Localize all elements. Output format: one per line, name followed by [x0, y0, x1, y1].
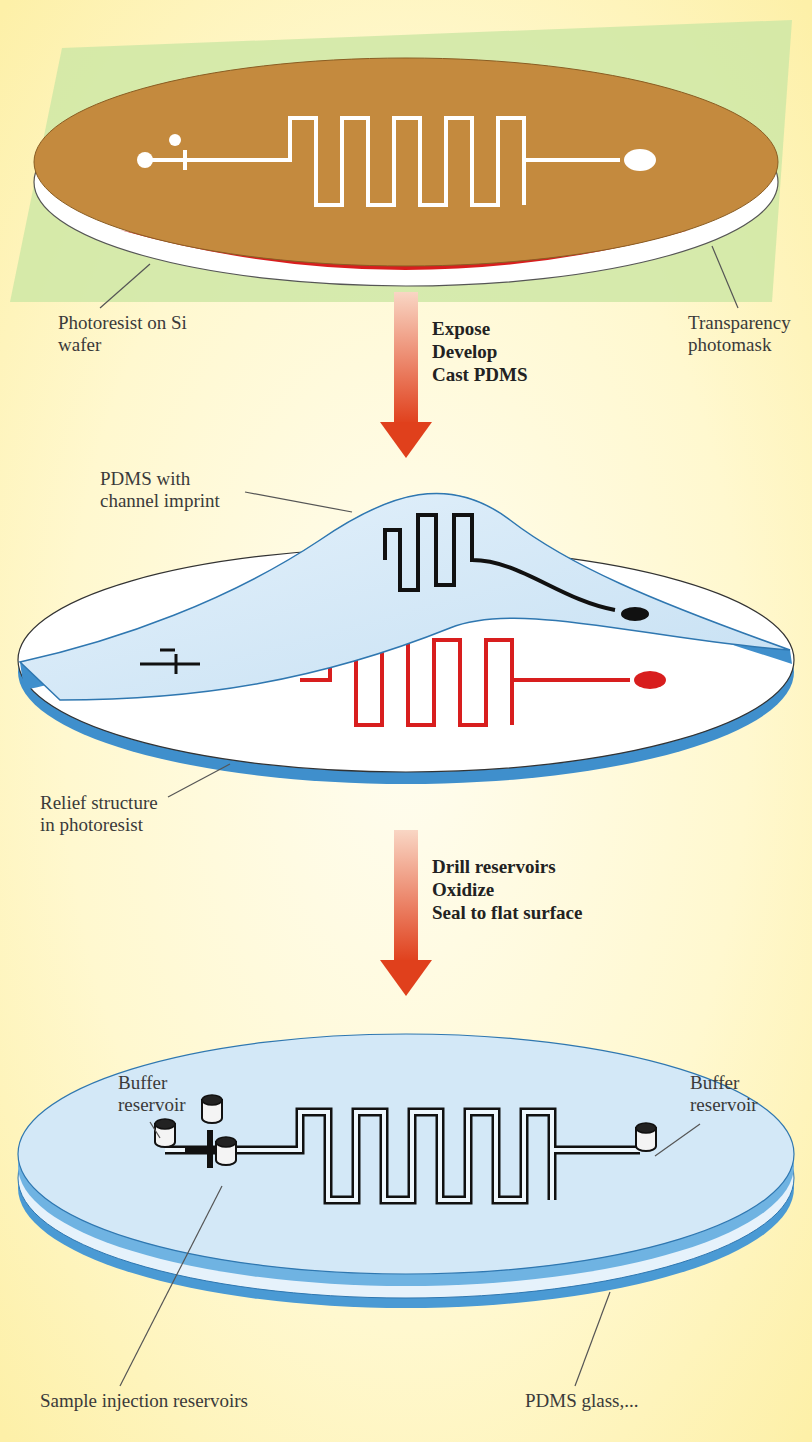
part-label: Transparency photomask [688, 312, 803, 356]
channel-bore [165, 1112, 640, 1200]
process-step: Drill reservoirs [432, 856, 682, 878]
pdms-slab [18, 1034, 794, 1274]
imprint-line [385, 515, 615, 610]
channel-imprint [140, 515, 649, 674]
process-arrow [394, 830, 418, 962]
reservoir-mark [169, 134, 181, 146]
imprint-mark [621, 607, 649, 621]
part-label: Relief structure in photoresist [40, 792, 175, 836]
process-step: Seal to flat surface [432, 902, 682, 924]
channel-line [150, 118, 620, 205]
part-label: Sample injection reservoirs [40, 1390, 340, 1412]
reservoir-opening [636, 1123, 656, 1133]
leader-line [150, 1122, 160, 1138]
leader-line [168, 764, 230, 797]
channel-wall [165, 1112, 640, 1200]
sealed-channel [165, 1112, 640, 1200]
mask-channel-pattern [137, 118, 656, 205]
part-label: Buffer reservoir [118, 1072, 202, 1116]
reservoir-opening [202, 1095, 222, 1105]
process-step: Cast PDMS [432, 364, 632, 386]
process-arrow-head [380, 422, 432, 458]
process-step: Oxidize [432, 879, 682, 901]
imprint-line [140, 650, 200, 674]
process-step: Expose [432, 318, 632, 340]
part-label: PDMS glass,... [525, 1390, 765, 1412]
leader-line [120, 1186, 222, 1386]
relief-mark [634, 671, 666, 689]
reservoir-opening [155, 1119, 175, 1129]
reservoir-opening [216, 1137, 236, 1147]
process-step: Develop [432, 341, 632, 363]
leader-line [575, 1292, 610, 1386]
photoresist-layer [34, 58, 778, 266]
process-arrow-head [380, 960, 432, 996]
leader-line [655, 1124, 700, 1156]
reservoir-mark [137, 152, 153, 168]
part-label: Buffer reservoir [690, 1072, 774, 1116]
leader-line [712, 246, 738, 308]
process-arrow [394, 292, 418, 424]
leader-line [100, 264, 150, 308]
transparency-photomask [10, 20, 792, 302]
channel-line [160, 150, 200, 170]
reservoirs [155, 1095, 656, 1165]
part-label: PDMS with channel imprint [100, 468, 240, 512]
leader-line [245, 492, 352, 512]
pdms-with-imprint [20, 493, 790, 700]
part-label: Photoresist on Si wafer [58, 312, 188, 356]
reservoir-mark [624, 149, 656, 171]
